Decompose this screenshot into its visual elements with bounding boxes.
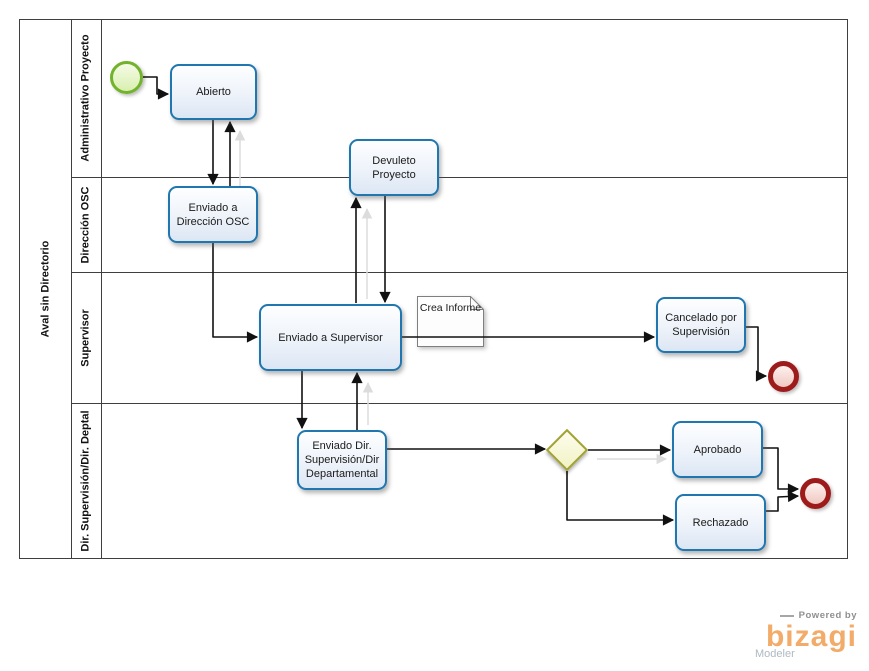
lane-administrativo-proyecto: Administrativo Proyecto [71, 19, 101, 177]
task-label: Enviado Dir. Supervisión/Dir Departament… [304, 440, 380, 480]
lane-divider-1 [71, 177, 848, 178]
lane-label: Administrativo Proyecto [80, 34, 93, 162]
lane-label: Dir. Supervisión/Dir. Deptal [80, 410, 92, 552]
document-label: Crea Informe [419, 302, 482, 314]
powered-by-row: Powered by [755, 610, 857, 621]
task-label: Aprobado [693, 443, 742, 456]
end-event-aprobado-rechazado[interactable] [800, 478, 831, 509]
task-label: Cancelado por Supervisión [665, 312, 737, 338]
task-enviado-direccion-osc[interactable]: Enviado a Dirección OSC [168, 186, 258, 243]
powered-by-label: Powered by [798, 610, 857, 621]
lane-label: Dirección OSC [80, 185, 92, 264]
bizagi-watermark: Powered by bizagi Modeler [755, 610, 857, 660]
pool-title: Aval sin Directorio [19, 19, 71, 559]
powered-by-rule-icon [779, 614, 794, 617]
task-devuleto-proyecto[interactable]: Devuleto Proyecto [349, 139, 439, 196]
pool-title-divider [71, 19, 72, 559]
lane-supervisor: Supervisor [71, 272, 101, 403]
bizagi-logo: bizagi [765, 620, 857, 653]
lane-label-divider [101, 19, 102, 559]
task-label: Enviado a Supervisor [278, 331, 383, 344]
task-label: Rechazado [692, 516, 749, 529]
lane-divider-2 [71, 272, 848, 273]
task-abierto[interactable]: Abierto [170, 64, 257, 120]
modeler-label: Modeler [755, 648, 795, 660]
task-enviado-a-supervisor[interactable]: Enviado a Supervisor [259, 304, 402, 371]
lane-label: Supervisor [80, 308, 92, 367]
document-crea-informe[interactable]: Crea Informe [417, 296, 484, 347]
lane-direccion-osc: Dirección OSC [71, 177, 101, 272]
task-label: Enviado a Dirección OSC [176, 201, 250, 228]
task-enviado-dir-supervision-departamental[interactable]: Enviado Dir. Supervisión/Dir Departament… [297, 430, 387, 490]
lane-divider-3 [71, 403, 848, 404]
end-event-cancelado[interactable] [768, 361, 799, 392]
document-shape-icon [417, 296, 484, 347]
task-label: Devuleto Proyecto [372, 154, 416, 181]
pool-title-label: Aval sin Directorio [39, 240, 52, 338]
task-label: Abierto [196, 86, 231, 98]
start-event[interactable] [110, 61, 143, 94]
task-cancelado-por-supervision[interactable]: Cancelado por Supervisión [656, 297, 746, 353]
task-aprobado[interactable]: Aprobado [672, 421, 763, 478]
lane-dir-supervision-deptal: Dir. Supervisión/Dir. Deptal [71, 403, 101, 559]
pool-border [19, 19, 848, 559]
task-rechazado[interactable]: Rechazado [675, 494, 766, 551]
